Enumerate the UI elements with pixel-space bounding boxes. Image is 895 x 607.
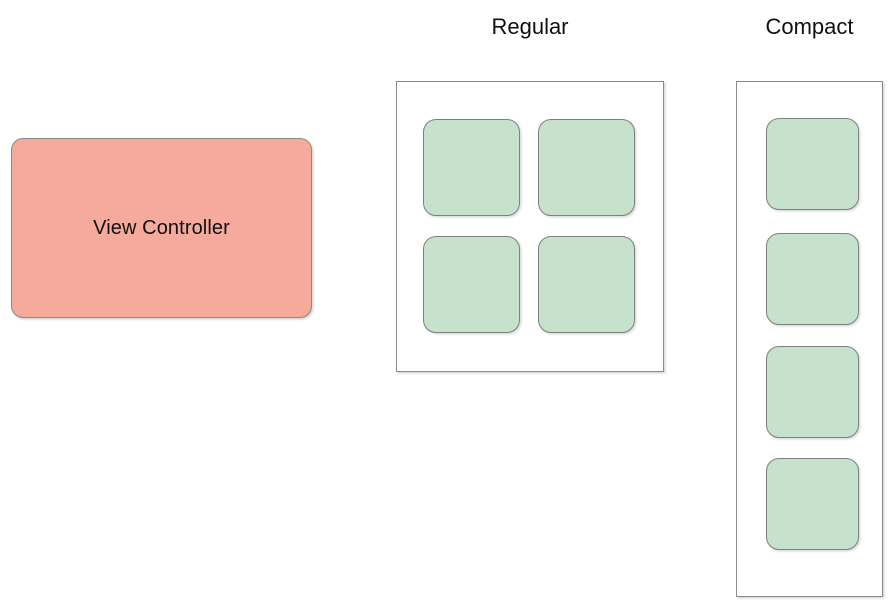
compact-cell-1[interactable] (766, 118, 859, 210)
view-controller-label: View Controller (93, 217, 230, 239)
regular-cell-2[interactable] (538, 119, 635, 216)
caption-regular: Regular (491, 14, 569, 39)
view-controller-node[interactable]: View Controller (11, 138, 312, 318)
regular-cell-3[interactable] (423, 236, 520, 333)
regular-cell-4[interactable] (538, 236, 635, 333)
compact-cell-2[interactable] (766, 233, 859, 325)
compact-container[interactable] (736, 81, 883, 597)
caption-compact: Compact (765, 14, 854, 39)
compact-cell-4[interactable] (766, 458, 859, 550)
regular-container[interactable] (396, 81, 664, 372)
regular-cell-1[interactable] (423, 119, 520, 216)
compact-cell-3[interactable] (766, 346, 859, 438)
